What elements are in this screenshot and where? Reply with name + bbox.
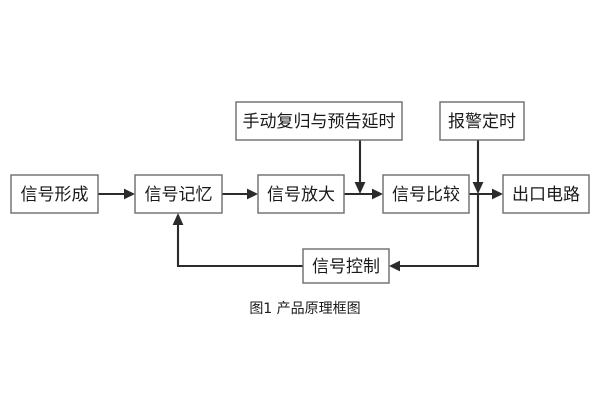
node-alarm-timer[interactable]: 报警定时 xyxy=(439,101,525,141)
node-signal-amplify-label: 信号放大 xyxy=(267,185,335,205)
node-signal-compare[interactable]: 信号比较 xyxy=(382,174,470,214)
node-output-circuit[interactable]: 出口电路 xyxy=(502,174,590,214)
node-signal-control[interactable]: 信号控制 xyxy=(302,248,390,284)
edge-compare-to-output xyxy=(469,188,503,200)
node-signal-generation[interactable]: 信号形成 xyxy=(10,174,99,214)
edge-timer-to-junction xyxy=(472,140,484,194)
node-alarm-timer-label: 报警定时 xyxy=(448,112,516,132)
edge-memory-to-amplify xyxy=(222,188,258,200)
node-manual-reset[interactable]: 手动复归与预告延时 xyxy=(235,101,403,141)
figure-caption: 图1 产品原理框图 xyxy=(249,301,360,317)
node-signal-control-label: 信号控制 xyxy=(312,257,380,277)
node-manual-reset-label: 手动复归与预告延时 xyxy=(243,112,396,132)
node-signal-amplify[interactable]: 信号放大 xyxy=(257,174,345,214)
edge-generation-to-memory xyxy=(98,188,135,200)
node-signal-memory-label: 信号记忆 xyxy=(145,185,213,205)
node-signal-memory[interactable]: 信号记忆 xyxy=(134,174,223,214)
node-signal-compare-label: 信号比较 xyxy=(392,185,460,205)
edge-compare-to-control xyxy=(389,194,480,272)
node-output-circuit-label: 出口电路 xyxy=(512,185,580,205)
node-signal-generation-label: 信号形成 xyxy=(21,185,89,205)
edge-amplify-to-compare xyxy=(344,188,383,200)
edge-reset-to-junction xyxy=(354,140,366,194)
edge-control-to-memory xyxy=(172,213,303,268)
